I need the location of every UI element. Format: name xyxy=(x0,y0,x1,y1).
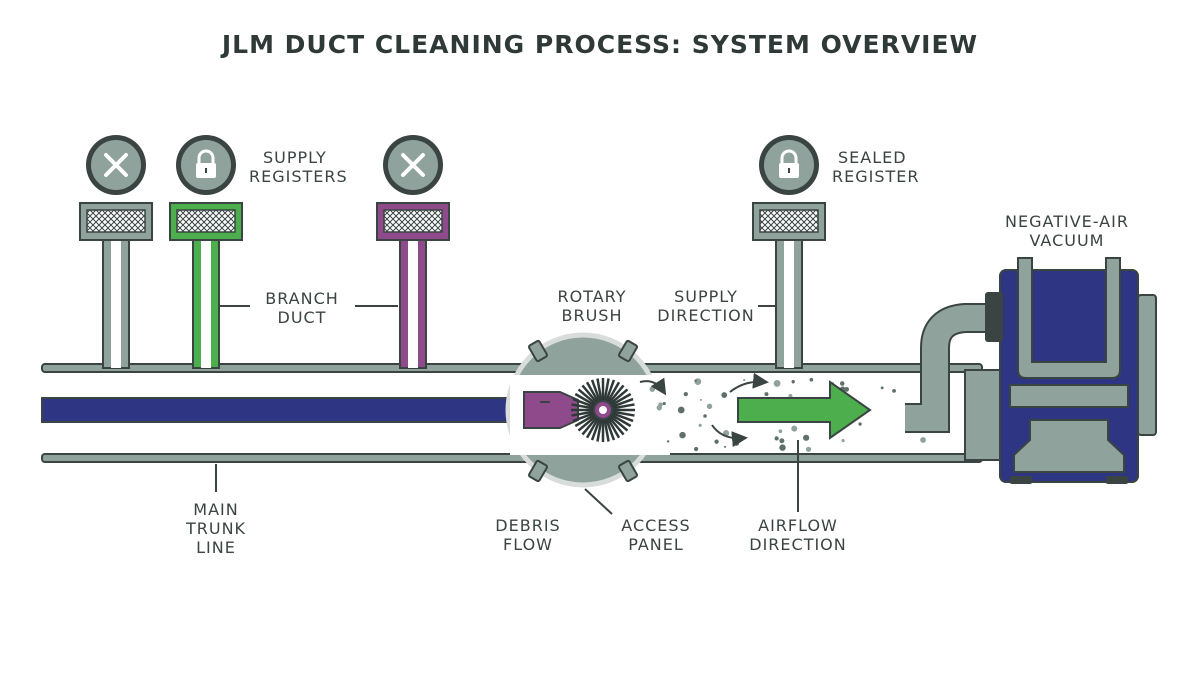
supply-direction-label: SUPPLY DIRECTION xyxy=(657,287,755,325)
sealed-register-grille xyxy=(752,202,826,241)
airflow-arrow xyxy=(737,380,872,440)
debris-flow-arrows xyxy=(639,372,769,448)
lock-circle-icon xyxy=(759,135,819,195)
branch-duct-1 xyxy=(102,239,130,369)
supply-registers-label: SUPPLY REGISTERS xyxy=(249,148,348,186)
brush-cable xyxy=(41,397,533,423)
rotary-brush-head xyxy=(523,391,579,429)
airflow-direction-label: AIRFLOW DIRECTION xyxy=(749,516,847,554)
branch-duct-3 xyxy=(399,239,427,369)
x-circle-icon xyxy=(86,135,146,195)
access-panel-label: ACCESS PANEL xyxy=(621,516,691,554)
rotary-brush xyxy=(571,378,635,442)
supply-register-grille-1 xyxy=(79,202,153,241)
leader-lines xyxy=(215,305,799,515)
negative-air-vacuum-label: NEGATIVE-AIR VACUUM xyxy=(1005,212,1129,250)
branch-duct-label: BRANCH DUCT xyxy=(265,289,339,327)
x-circle-icon xyxy=(383,135,443,195)
page-title: JLM DUCT CLEANING PROCESS: SYSTEM OVERVI… xyxy=(221,30,979,59)
branch-duct-4 xyxy=(775,239,803,369)
supply-register-grille-3 xyxy=(376,202,450,241)
branch-duct-2 xyxy=(192,239,220,369)
negative-air-vacuum-unit xyxy=(964,257,1157,484)
main-trunk-line-label: MAIN TRUNK LINE xyxy=(185,500,247,557)
vacuum-hose xyxy=(905,303,990,433)
debris-flow-label: DEBRIS FLOW xyxy=(495,516,561,554)
rotary-brush-label: ROTARY BRUSH xyxy=(557,287,627,325)
sealed-register-label: SEALED REGISTER xyxy=(832,148,920,186)
lock-circle-icon xyxy=(176,135,236,195)
supply-register-grille-2 xyxy=(169,202,243,241)
